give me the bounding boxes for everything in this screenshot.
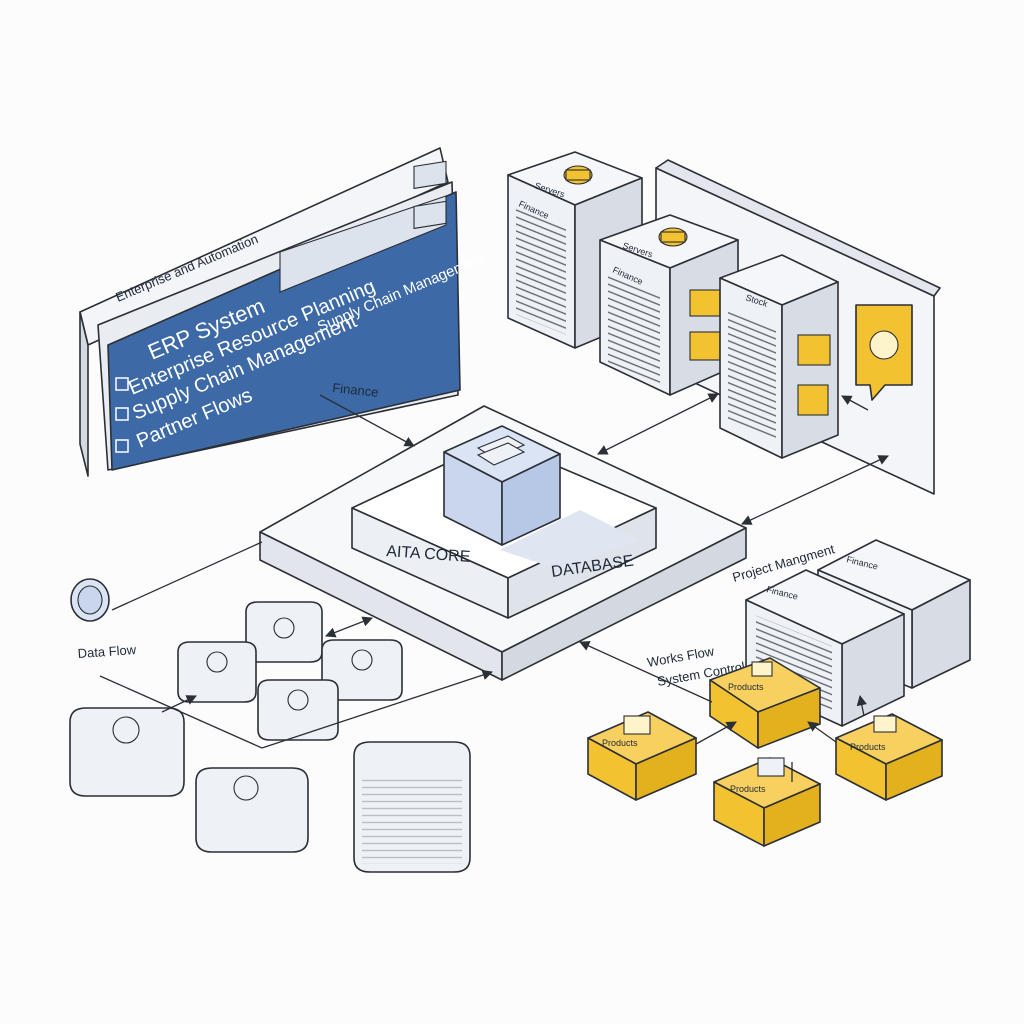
gear-icon — [206, 651, 228, 673]
list-icon — [115, 377, 129, 453]
puzzle-icon — [351, 649, 373, 671]
box-label-1: Products — [728, 682, 764, 692]
product-box-2: Products — [587, 711, 697, 801]
chat-bubble-icon — [855, 304, 913, 401]
product-box-4: Products — [713, 757, 821, 847]
data-flow-label: Data Flow — [77, 642, 137, 661]
grid-icon — [873, 715, 897, 733]
chart-icon — [689, 331, 721, 361]
tile-stack-1 — [245, 601, 323, 663]
product-box-1: Products — [709, 657, 821, 749]
tablet-icon — [751, 661, 773, 677]
core-label-left: AITA CORE — [386, 543, 471, 566]
data-flow-coin — [70, 578, 110, 622]
brain-icon — [112, 716, 140, 744]
puzzle-icon — [287, 689, 309, 711]
server-tower-3: Stock — [719, 254, 839, 459]
box-label-2: Products — [602, 738, 638, 748]
gear-icon — [273, 617, 295, 639]
server-stack — [353, 741, 471, 873]
chart-icon — [797, 384, 829, 416]
box-label-4: Products — [730, 784, 766, 794]
lock-icon — [563, 165, 593, 185]
lock-icon — [658, 227, 688, 247]
key-icon — [233, 775, 259, 801]
server-rack-icon — [476, 435, 526, 466]
erp-panel: Enterprise and Automation ERP System Ent… — [79, 147, 489, 477]
flow-arrows: Finance — [99, 380, 889, 782]
monitor-icon — [757, 757, 785, 777]
tile-stack-5 — [69, 707, 185, 797]
tablet-icon — [623, 715, 651, 735]
tile-stack-6 — [195, 767, 309, 853]
folder-icon — [797, 334, 831, 366]
box-label-3: Products — [850, 742, 886, 752]
product-box-3: Products — [835, 713, 943, 801]
core-platform: AITA CORE DATABASE — [259, 405, 747, 681]
folder-icon — [689, 289, 721, 317]
server-tower-2: Servers Finance — [599, 214, 739, 396]
finance-label: Finance — [332, 380, 380, 400]
tile-stack-4 — [257, 679, 339, 741]
tile-stack-2 — [177, 641, 257, 703]
